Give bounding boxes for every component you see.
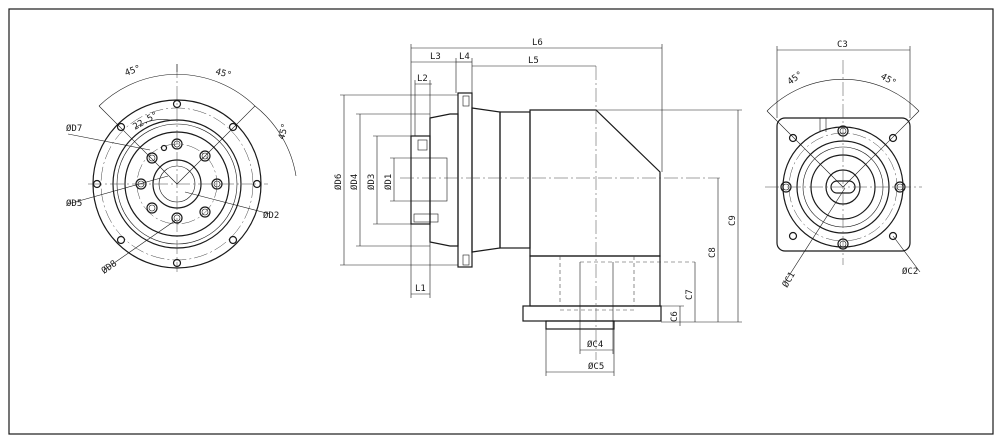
front-angle-arc-side: [254, 105, 297, 177]
side-view: L6 L3 L4 L5 L2 L1 ØD6 ØD4 ØD3 ØD1 C9 C8 …: [333, 38, 742, 376]
outer-hole: [116, 235, 126, 245]
outer-hole: [228, 122, 238, 132]
label-c7: C7: [685, 289, 695, 300]
front-view: 45° 45° 45° 22.5° ØD7 ØD5 ØD8 ØD2: [66, 64, 297, 276]
label-angle-left: 45°: [124, 64, 143, 79]
front-small-angle-arc: [134, 119, 171, 129]
label-d3: ØD3: [366, 174, 377, 190]
label-d4: ØD4: [349, 174, 360, 190]
outer-hole: [116, 122, 126, 132]
end-corner-hole: [888, 231, 898, 241]
pin-hole: [160, 144, 168, 152]
leader-d7: [67, 133, 151, 151]
inner-hole: [211, 178, 223, 190]
label-c2: ØC2: [902, 266, 918, 277]
end-corner-hole: [788, 133, 798, 143]
label-l1: L1: [415, 284, 426, 294]
inner-hole: [171, 212, 183, 224]
label-angle-small: 22.5°: [132, 110, 160, 132]
side-flange: [457, 92, 473, 268]
inner-hole: [146, 202, 158, 214]
leader-d2: [184, 191, 271, 215]
side-collar: [499, 111, 531, 249]
side-flange-lip: [462, 95, 470, 107]
outer-hole: [172, 258, 182, 268]
inner-hole: [146, 152, 158, 164]
side-flange-lip-bottom: [462, 254, 470, 266]
side-output-block: [529, 255, 661, 307]
side-pin: [417, 139, 428, 151]
side-housing: [529, 109, 661, 257]
end-view: C3 45° 45° ØC1 ØC2: [765, 40, 922, 290]
side-input-hub: [429, 113, 459, 247]
leader-c1: [784, 187, 846, 283]
outer-hole: [252, 179, 262, 189]
label-c5: ØC5: [588, 361, 604, 372]
label-l6: L6: [532, 38, 543, 48]
label-end-angle-left: 45°: [786, 70, 805, 88]
label-c6: C6: [670, 311, 680, 322]
side-taper: [471, 107, 501, 253]
end-angle-arc: [766, 79, 920, 112]
label-d5: ØD5: [66, 198, 82, 209]
label-d2: ØD2: [263, 210, 279, 221]
end-corner-hole: [788, 231, 798, 241]
label-d6: ØD6: [333, 174, 344, 190]
label-c3: C3: [837, 40, 848, 50]
front-outer-holes: [92, 99, 262, 268]
label-c9: C9: [728, 215, 738, 226]
side-key: [413, 213, 439, 223]
label-d7: ØD7: [66, 123, 82, 134]
label-l2: L2: [417, 74, 428, 84]
inner-hole: [171, 138, 183, 150]
front-inner-holes: [135, 138, 223, 224]
inner-hole: [199, 206, 211, 218]
leader-d8: [103, 219, 177, 271]
label-d8: ØD8: [99, 258, 119, 276]
label-l3: L3: [430, 52, 441, 62]
inner-hole: [199, 150, 211, 162]
front-angle-arc: [98, 74, 256, 107]
end-corner-hole: [888, 133, 898, 143]
label-l5: L5: [528, 56, 539, 66]
label-c4: ØC4: [587, 339, 603, 350]
leader-c2: [892, 235, 921, 273]
label-c8: C8: [708, 247, 718, 258]
side-output-flange: [522, 305, 662, 322]
outer-hole: [228, 235, 238, 245]
label-angle-side: 45°: [277, 122, 291, 140]
leader-d5: [67, 175, 169, 205]
label-d1: ØD1: [383, 174, 394, 190]
drawing-border: [8, 8, 994, 435]
outer-hole: [92, 179, 102, 189]
label-angle-right: 45°: [214, 67, 232, 81]
inner-hole: [135, 178, 147, 190]
label-l4: L4: [459, 52, 470, 62]
outer-hole: [172, 99, 182, 109]
end-square-flange: [776, 117, 911, 252]
side-bore: [410, 157, 448, 202]
label-c1: ØC1: [780, 270, 798, 290]
